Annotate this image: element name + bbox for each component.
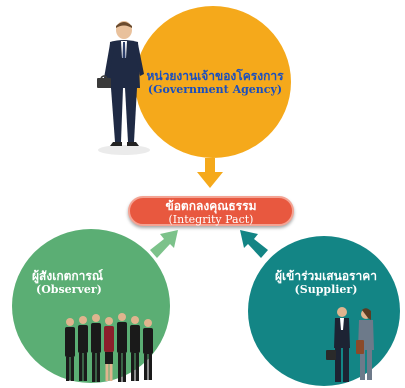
- government-agency-label: หน่วยงานเจ้าของโครงการ (Government Agenc…: [140, 69, 290, 96]
- businessman-and-businesswoman-icon: [326, 307, 374, 382]
- supplier-circle: [248, 236, 400, 386]
- business-team-group-icon: [65, 313, 153, 382]
- businessman-with-briefcase-icon: [97, 21, 150, 155]
- supplier-label: ผู้เข้าร่วมเสนอราคา (Supplier): [258, 269, 394, 296]
- observer-title-en: (Observer): [36, 282, 102, 296]
- supplier-title-th: ผู้เข้าร่วมเสนอราคา: [275, 269, 377, 283]
- arrow-up-right-icon: [150, 230, 178, 258]
- integrity-pact-title-th: ข้อตกลงคุณธรรม: [165, 199, 257, 213]
- integrity-pact-node: ข้อตกลงคุณธรรม (Integrity Pact): [128, 196, 294, 226]
- supplier-title-en: (Supplier): [294, 282, 358, 296]
- integrity-pact-title-en: (Integrity Pact): [168, 213, 254, 226]
- government-agency-title-en: (Government Agency): [147, 82, 283, 96]
- observer-title-th: ผู้สังเกตการณ์: [32, 269, 103, 283]
- arrow-up-left-icon: [240, 230, 268, 258]
- government-agency-circle: [135, 6, 291, 158]
- observer-label: ผู้สังเกตการณ์ (Observer): [32, 269, 142, 296]
- observer-circle: [12, 229, 170, 383]
- arrow-down-icon: [197, 158, 223, 188]
- government-agency-title-th: หน่วยงานเจ้าของโครงการ: [146, 69, 284, 83]
